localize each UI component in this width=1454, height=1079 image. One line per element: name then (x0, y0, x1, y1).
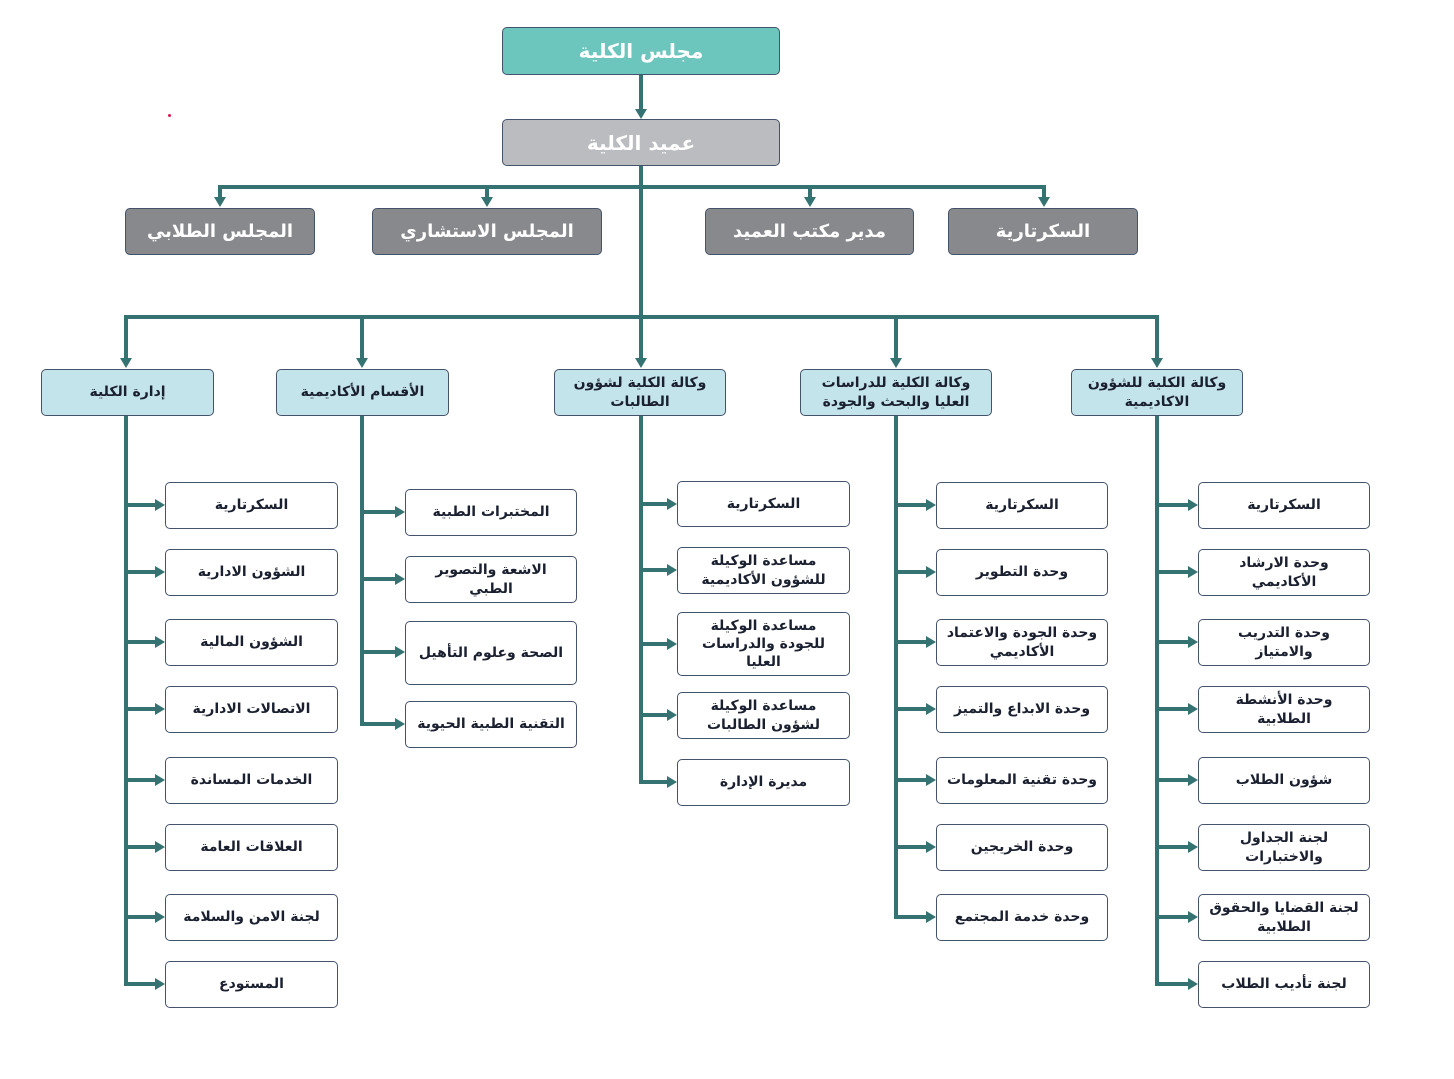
unit-box[interactable]: الصحة وعلوم التأهيل (405, 621, 577, 685)
unit-box[interactable]: مساعدة الوكيلة لشؤون الطالبات (677, 692, 850, 739)
unit-box[interactable]: مساعدة الوكيلة للجودة والدراسات العليا (677, 612, 850, 676)
college-dean-box[interactable]: عميد الكلية (502, 119, 780, 166)
arrowhead (667, 564, 677, 576)
unit-box[interactable]: وحدة الأنشطة الطلابية (1198, 686, 1370, 733)
branch-academic-departments-box[interactable]: الأقسام الأكاديمية (276, 369, 449, 416)
arrowhead (635, 358, 647, 368)
unit-box[interactable]: شؤون الطلاب (1198, 757, 1370, 804)
arrowhead (1188, 703, 1198, 715)
arrowhead (926, 774, 936, 786)
arrowhead (155, 774, 165, 786)
unit-box[interactable]: السكرتارية (677, 481, 850, 527)
arrowhead (667, 776, 677, 788)
unit-box[interactable]: وحدة خدمة المجتمع (936, 894, 1108, 941)
arrowhead (155, 499, 165, 511)
college-council-box[interactable]: مجلس الكلية (502, 27, 780, 75)
arrowhead (1188, 841, 1198, 853)
unit-box[interactable]: وحدة الخريجين (936, 824, 1108, 871)
arrowhead (1188, 774, 1198, 786)
arrowhead (395, 718, 405, 730)
unit-box[interactable]: لجنة تأديب الطلاب (1198, 961, 1370, 1008)
unit-box[interactable]: المختبرات الطبية (405, 489, 577, 536)
unit-box[interactable]: وحدة الجودة والاعتماد الأكاديمي (936, 619, 1108, 666)
unit-box[interactable]: وحدة الابداع والتميز (936, 686, 1108, 733)
arrowhead (926, 911, 936, 923)
staff-student-council-box[interactable]: المجلس الطلابي (125, 208, 315, 255)
arrowhead (120, 358, 132, 368)
arrowhead (155, 841, 165, 853)
arrowhead (395, 573, 405, 585)
unit-box[interactable]: وحدة تقنية المعلومات (936, 757, 1108, 804)
marker-dot (168, 114, 171, 117)
unit-box[interactable]: السكرتارية (936, 482, 1108, 529)
unit-box[interactable]: وحدة الارشاد الأكاديمي (1198, 549, 1370, 596)
branch-college-administration-box[interactable]: إدارة الكلية (41, 369, 214, 416)
unit-box[interactable]: لجنة الامن والسلامة (165, 894, 338, 941)
arrowhead (1151, 358, 1163, 368)
arrowhead (395, 506, 405, 518)
arrowhead (926, 499, 936, 511)
unit-box[interactable]: السكرتارية (165, 482, 338, 529)
arrowhead (667, 498, 677, 510)
unit-box[interactable]: الشؤون المالية (165, 619, 338, 666)
arrowhead (926, 636, 936, 648)
unit-box[interactable]: العلاقات العامة (165, 824, 338, 871)
arrowhead (1188, 636, 1198, 648)
arrowhead (214, 197, 226, 207)
arrowhead (1038, 197, 1050, 207)
staff-secretariat-box[interactable]: السكرتارية (948, 208, 1138, 255)
arrowhead (1188, 978, 1198, 990)
arrowhead (667, 709, 677, 721)
branch-graduate-research-quality-box[interactable]: وكالة الكلية للدراسات العليا والبحث والج… (800, 369, 992, 416)
unit-box[interactable]: التقنية الطبية الحيوية (405, 701, 577, 748)
arrowhead (1188, 566, 1198, 578)
arrowhead (155, 911, 165, 923)
unit-box[interactable]: الخدمات المساندة (165, 757, 338, 804)
arrowhead (804, 197, 816, 207)
arrowhead (1188, 499, 1198, 511)
arrowhead (395, 646, 405, 658)
staff-advisory-council-box[interactable]: المجلس الاستشاري (372, 208, 602, 255)
staff-dean-office-manager-box[interactable]: مدير مكتب العميد (705, 208, 914, 255)
unit-box[interactable]: المستودع (165, 961, 338, 1008)
unit-box[interactable]: الاتصالات الادارية (165, 686, 338, 733)
arrowhead (890, 358, 902, 368)
branch-female-students-affairs-box[interactable]: وكالة الكلية لشؤون الطالبات (554, 369, 726, 416)
arrowhead (1188, 911, 1198, 923)
branch-academic-affairs-box[interactable]: وكالة الكلية للشؤون الاكاديمية (1071, 369, 1243, 416)
arrowhead (667, 638, 677, 650)
unit-box[interactable]: لجنة القضايا والحقوق الطلابية (1198, 894, 1370, 941)
unit-box[interactable]: الاشعة والتصوير الطبي (405, 556, 577, 603)
unit-box[interactable]: الشؤون الادارية (165, 549, 338, 596)
unit-box[interactable]: مساعدة الوكيلة للشؤون الأكاديمية (677, 547, 850, 594)
unit-box[interactable]: وحدة التدريب والامتياز (1198, 619, 1370, 666)
unit-box[interactable]: السكرتارية (1198, 482, 1370, 529)
arrowhead (155, 978, 165, 990)
arrowhead (635, 109, 647, 119)
arrowhead (155, 703, 165, 715)
arrowhead (356, 358, 368, 368)
arrowhead (926, 566, 936, 578)
unit-box[interactable]: لجنة الجداول والاختبارات (1198, 824, 1370, 871)
arrowhead (481, 197, 493, 207)
arrowhead (155, 636, 165, 648)
unit-box[interactable]: مديرة الإدارة (677, 759, 850, 806)
arrowhead (926, 841, 936, 853)
arrowhead (155, 566, 165, 578)
arrowhead (926, 703, 936, 715)
unit-box[interactable]: وحدة التطوير (936, 549, 1108, 596)
